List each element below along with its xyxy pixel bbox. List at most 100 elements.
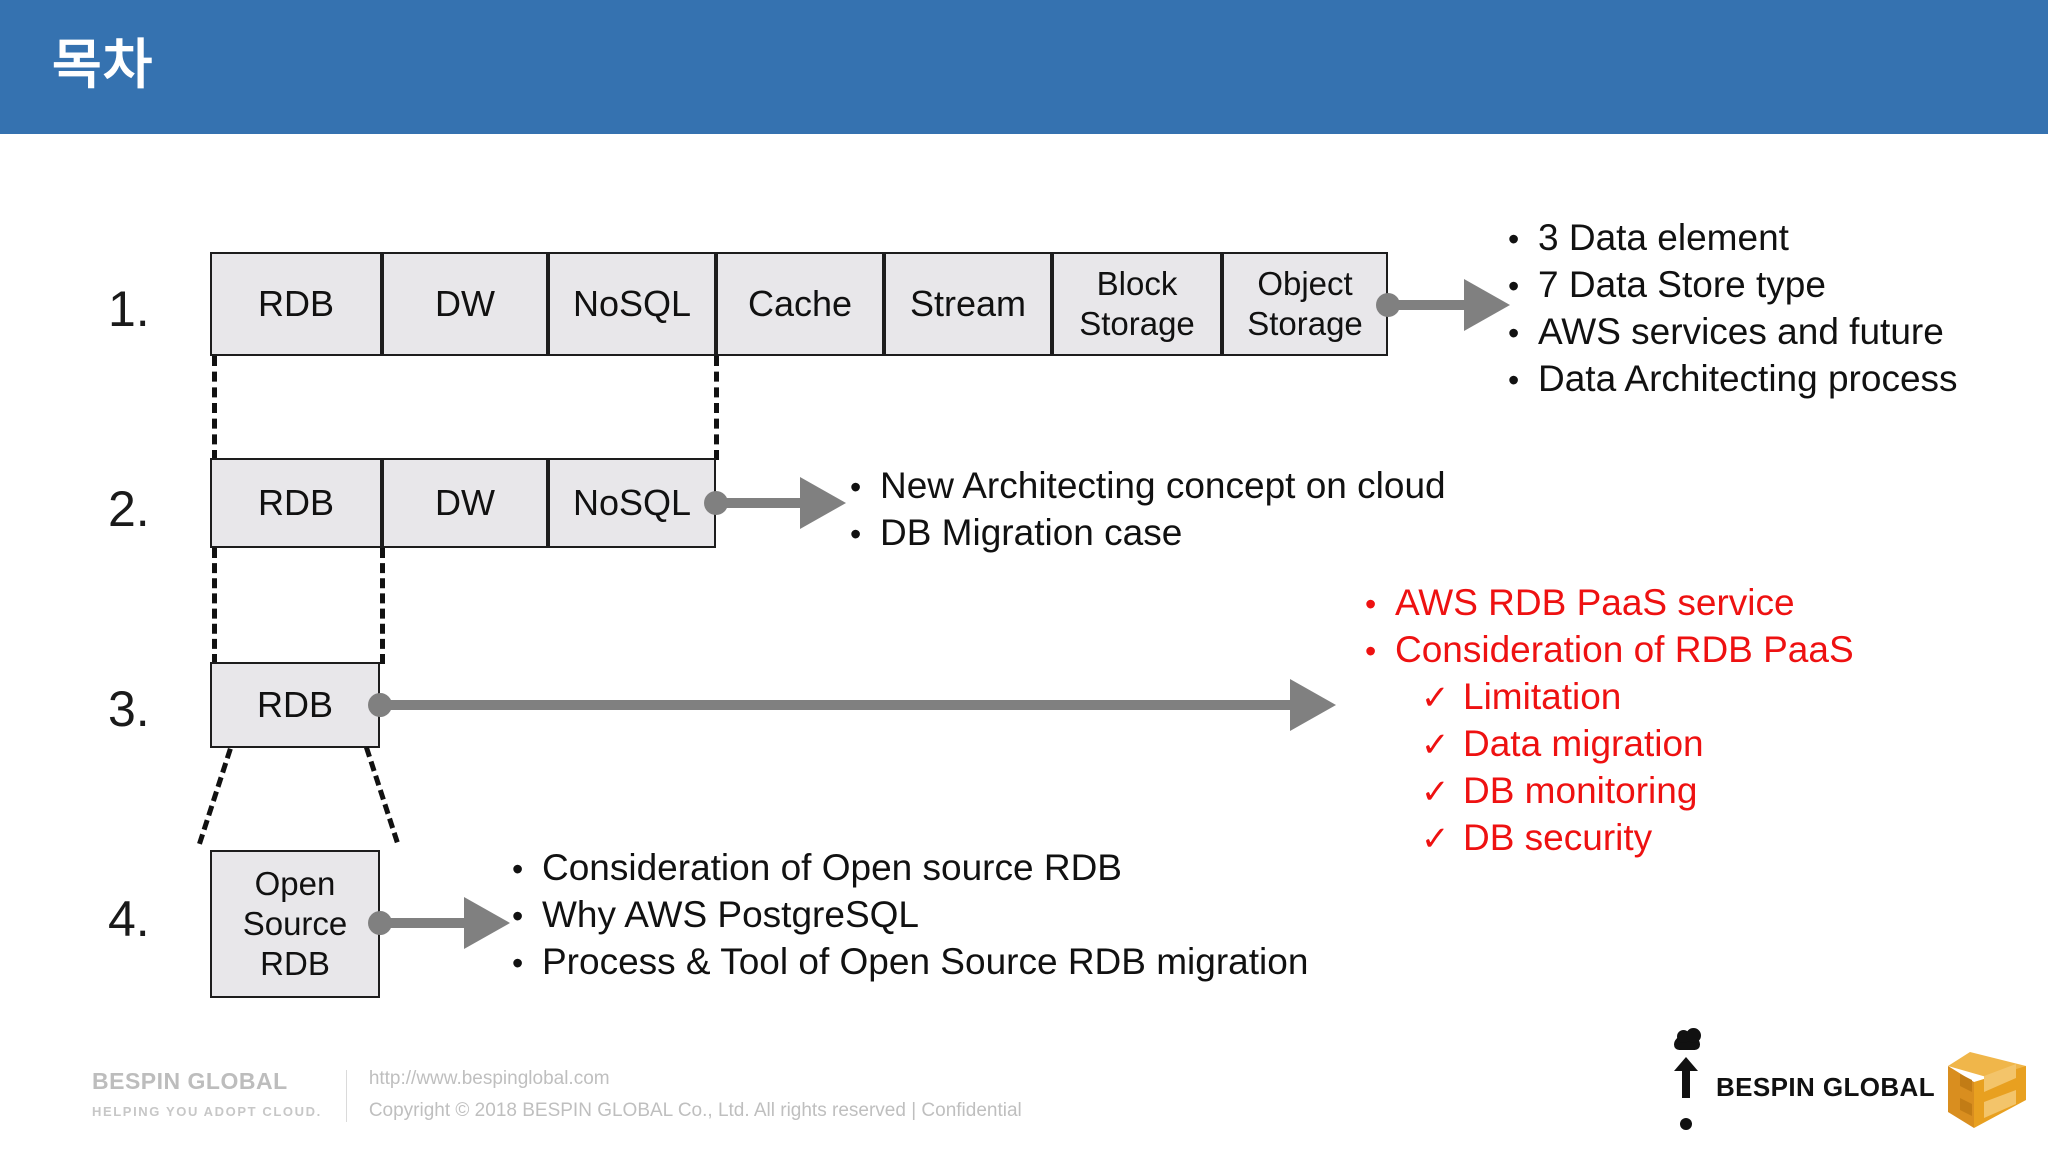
dot-icon	[1680, 1118, 1692, 1130]
box-row4-open-source-rdb[interactable]: Open Source RDB	[210, 850, 380, 998]
page-title: 목차	[52, 35, 154, 95]
bullets-row2: • New Architecting concept on cloud • DB…	[850, 463, 1446, 557]
box-row1-object-storage-line1: Object	[1257, 265, 1353, 302]
arrow-row2	[704, 477, 846, 529]
sub-bullet-text: DB security	[1463, 817, 1653, 858]
check-marker: ✓	[1421, 773, 1450, 811]
bullet-marker: •	[512, 945, 524, 981]
bullet-text: AWS services and future	[1538, 311, 1944, 352]
bullet-item: • Process & Tool of Open Source RDB migr…	[512, 939, 1308, 986]
arrow-row4-line	[380, 918, 468, 928]
box-row1-block-storage-line2: Storage	[1079, 305, 1195, 342]
box-row4-line2: Source	[242, 905, 348, 942]
row-number-1: 1.	[108, 281, 150, 337]
dashed-connector-row2-left	[212, 548, 217, 664]
bullet-marker: •	[512, 898, 524, 934]
footer-divider	[345, 1070, 347, 1122]
arrow-row1-line	[1388, 300, 1468, 310]
cloud-icon	[1674, 1028, 1701, 1050]
dashed-connector-row2-right	[380, 548, 385, 664]
footer-url[interactable]: http://www.bespinglobal.com	[368, 1068, 610, 1089]
bullet-item: • DB Migration case	[850, 510, 1446, 557]
bullet-item: • 7 Data Store type	[1508, 262, 1958, 309]
bullet-text: 3 Data element	[1538, 217, 1789, 258]
box-row1-object-storage[interactable]: Object Storage	[1222, 252, 1388, 356]
row-number-4: 4.	[108, 891, 150, 947]
arrow-row4	[368, 897, 510, 949]
check-marker: ✓	[1421, 820, 1450, 858]
bullet-item: • New Architecting concept on cloud	[850, 463, 1446, 510]
logo-wordmark: BESPIN GLOBAL	[1716, 1072, 1935, 1102]
bullet-text: DB Migration case	[880, 512, 1183, 553]
bullet-item: • 3 Data element	[1508, 215, 1958, 262]
box-row3-rdb[interactable]: RDB	[210, 662, 380, 748]
box-row1-cache[interactable]: Cache	[716, 252, 884, 356]
bullet-marker: •	[1508, 315, 1520, 351]
bullet-item: • Consideration of RDB PaaS	[1365, 627, 1854, 674]
bullet-marker: •	[1365, 633, 1377, 669]
bullet-text: Data Architecting process	[1538, 358, 1958, 399]
bullet-marker: •	[1508, 221, 1520, 257]
bullet-text: 7 Data Store type	[1538, 264, 1826, 305]
box-row2-rdb[interactable]: RDB	[210, 458, 382, 548]
up-arrow-icon	[1674, 1057, 1698, 1098]
bullets-row4: • Consideration of Open source RDB • Why…	[512, 845, 1308, 986]
box-row1-dw[interactable]: DW	[382, 252, 548, 356]
box-row2-nosql[interactable]: NoSQL	[548, 458, 716, 548]
bullet-marker: •	[850, 516, 862, 552]
bullet-text: Consideration of RDB PaaS	[1395, 629, 1854, 670]
logo-marks	[1668, 1028, 1708, 1142]
header-bar	[0, 0, 2048, 134]
dashed-connector-row1-right	[714, 356, 719, 460]
dashed-connector-row3-right	[364, 746, 400, 844]
bullet-item: • Data Architecting process	[1508, 356, 1958, 403]
arrow-row2-line	[716, 498, 804, 508]
arrow-row3	[368, 679, 1360, 731]
bullet-item: • Consideration of Open source RDB	[512, 845, 1308, 892]
check-marker: ✓	[1421, 679, 1450, 717]
box-row2-dw[interactable]: DW	[382, 458, 548, 548]
box-row1-block-storage[interactable]: Block Storage	[1052, 252, 1222, 356]
box-row1-object-storage-line2: Storage	[1247, 305, 1363, 342]
box-row1-block-storage-line1: Block	[1096, 265, 1178, 302]
arrow-row4-head	[464, 897, 510, 949]
sub-bullet-text: Limitation	[1463, 676, 1622, 717]
box-row4-line1: Open	[254, 865, 336, 902]
row-number-3: 3.	[108, 681, 150, 737]
bullet-marker: •	[1508, 268, 1520, 304]
sub-bullet-item: ✓ Limitation	[1365, 674, 1854, 721]
arrow-row1-head	[1464, 279, 1510, 331]
box-row4-line3: RDB	[260, 945, 330, 982]
sub-bullet-item: ✓ Data migration	[1365, 721, 1854, 768]
sub-bullet-text: DB monitoring	[1463, 770, 1698, 811]
bullet-text: New Architecting concept on cloud	[880, 465, 1446, 506]
arrow-row3-line	[380, 700, 1294, 710]
bullets-row3: • AWS RDB PaaS service • Consideration o…	[1365, 580, 1854, 862]
box-row1-stream[interactable]: Stream	[884, 252, 1052, 356]
dashed-connector-row3-left	[197, 748, 233, 845]
arrow-row2-head	[800, 477, 846, 529]
row-number-2: 2.	[108, 481, 150, 537]
bullet-marker: •	[512, 851, 524, 887]
bullet-marker: •	[850, 469, 862, 505]
bespin-cube-icon	[1940, 1040, 2036, 1136]
sub-bullet-item: ✓ DB monitoring	[1365, 768, 1854, 815]
bullet-marker: •	[1508, 362, 1520, 398]
box-row1-nosql[interactable]: NoSQL	[548, 252, 716, 356]
bullets-row1: • 3 Data element • 7 Data Store type • A…	[1508, 215, 1958, 403]
bullet-marker: •	[1365, 586, 1377, 622]
footer-logo: BESPIN GLOBAL	[1668, 1028, 2028, 1142]
footer-brand-lockup: BESPIN GLOBAL HELPING YOU ADOPT CLOUD.	[92, 1068, 322, 1119]
bullet-item: • AWS RDB PaaS service	[1365, 580, 1854, 627]
sub-bullet-text: Data migration	[1463, 723, 1704, 764]
sub-bullet-item: ✓ DB security	[1365, 815, 1854, 862]
dashed-connector-row1-left	[212, 356, 217, 460]
box-row1-rdb[interactable]: RDB	[210, 252, 382, 356]
check-marker: ✓	[1421, 726, 1450, 764]
footer-legal: http://www.bespinglobal.com Copyright © …	[369, 1068, 1022, 1122]
arrow-row3-head	[1290, 679, 1336, 731]
bullet-text: Process & Tool of Open Source RDB migrat…	[542, 941, 1309, 982]
bullet-text: AWS RDB PaaS service	[1395, 582, 1795, 623]
bullet-text: Why AWS PostgreSQL	[542, 894, 919, 935]
